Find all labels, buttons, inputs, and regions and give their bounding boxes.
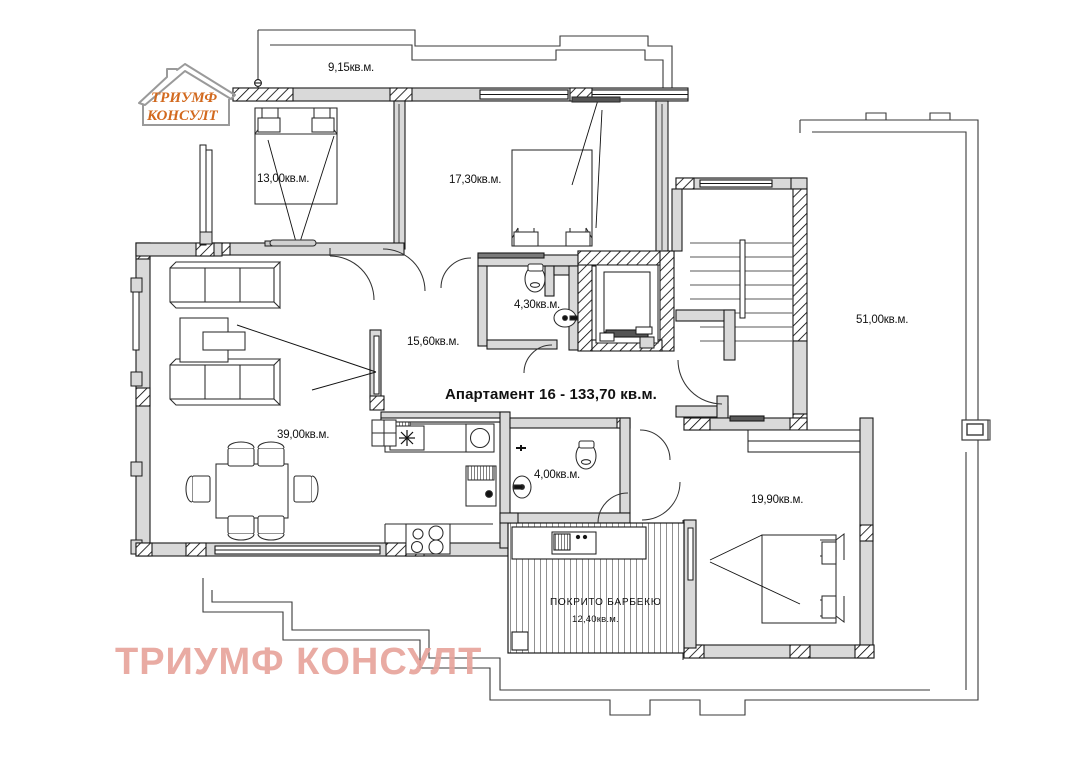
area-label-bathroom-400: 4,00кв.м. xyxy=(534,469,581,481)
logo-line1: ТРИУМФ xyxy=(151,90,217,106)
area-label-hallway-1560: 15,60кв.м. xyxy=(407,336,460,348)
area-label-living-3900: 39,00кв.м. xyxy=(277,429,330,441)
bbq-area-label: 12,40кв.м. xyxy=(572,614,619,625)
house-roof-icon xyxy=(138,63,236,106)
area-label-common-5100: 51,00кв.м. xyxy=(856,314,909,326)
company-logo: ТРИУМФ КОНСУЛТ xyxy=(133,63,241,141)
area-label-terrace-north: 9,15кв.м. xyxy=(328,62,375,74)
logo-line2: КОНСУЛТ xyxy=(146,108,219,124)
area-label-bedroom-17: 17,30кв.м. xyxy=(449,174,502,186)
area-label-bedroom-1990: 19,90кв.м. xyxy=(751,494,804,506)
bbq-name-label: ПОКРИТО БАРБЕКЮ xyxy=(550,597,662,608)
page-title: Апартамент 16 - 133,70 кв.м. xyxy=(445,386,657,403)
area-label-bedroom-13: 13,00кв.м. xyxy=(257,173,310,185)
area-label-bathroom-430: 4,30кв.м. xyxy=(514,299,561,311)
